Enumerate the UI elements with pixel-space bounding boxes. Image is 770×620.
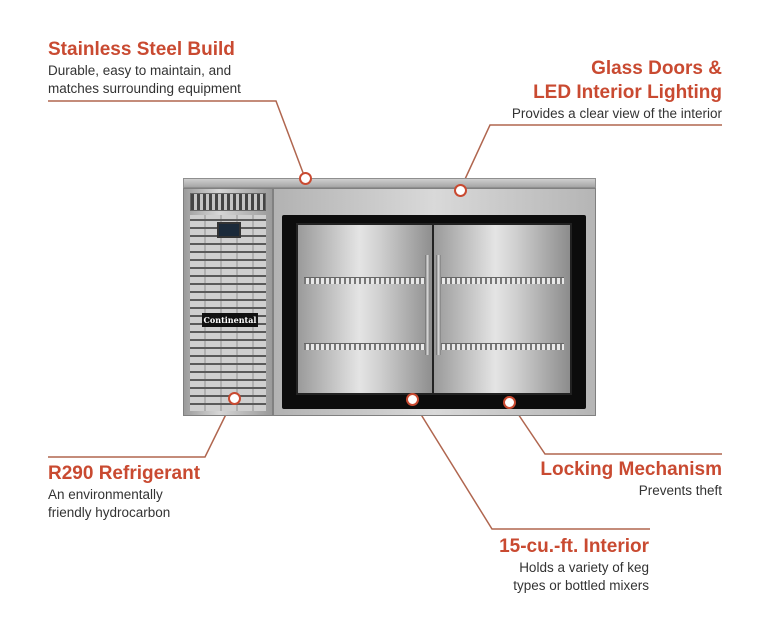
compressor-side-panel: Continental [183, 188, 273, 416]
door-frame [282, 215, 586, 409]
wire-shelf [440, 277, 564, 284]
marker-stainless [299, 172, 312, 185]
door-handle [436, 255, 441, 355]
wire-shelf [304, 343, 428, 350]
marker-locking [503, 396, 516, 409]
ventilation-grille [190, 193, 266, 211]
marker-r290 [228, 392, 241, 405]
glass-door-cabinet [273, 188, 596, 416]
marker-interior [406, 393, 419, 406]
callout-glass-doors: Glass Doors & LED Interior Lighting Prov… [512, 57, 722, 123]
connector-r290 [48, 397, 235, 458]
callout-description: Prevents theft [638, 483, 722, 498]
callout-r290-refrigerant: R290 Refrigerant An environmentally frie… [48, 462, 200, 522]
callout-description: An environmentally friendly hydrocarbon [48, 487, 171, 520]
connector-glass [459, 124, 722, 191]
back-bar-refrigerator: Continental [183, 178, 596, 416]
callout-title: Stainless Steel Build [48, 39, 235, 60]
marker-glass [454, 184, 467, 197]
sliding-glass-door-left [296, 223, 436, 395]
callout-title: R290 Refrigerant [48, 463, 201, 484]
callout-locking-mechanism: Locking Mechanism Prevents theft [540, 458, 722, 500]
connector-locking [509, 401, 722, 455]
callout-stainless-steel: Stainless Steel Build Durable, easy to m… [48, 38, 241, 98]
wire-shelf [304, 277, 428, 284]
stainless-top-rail [183, 178, 596, 188]
callout-interior-capacity: 15-cu.-ft. Interior Holds a variety of k… [499, 535, 649, 595]
callout-title: Locking Mechanism [540, 459, 722, 480]
callout-description: Provides a clear view of the interior [511, 106, 722, 121]
connector-interior [411, 399, 650, 530]
callout-title: Glass Doors & LED Interior Lighting [533, 58, 722, 103]
connector-stainless [48, 100, 306, 179]
callout-title: 15-cu.-ft. Interior [499, 536, 649, 557]
temperature-display [217, 222, 241, 238]
door-handle [425, 255, 430, 355]
callout-description: Holds a variety of keg types or bottled … [513, 560, 649, 593]
sliding-glass-door-right [432, 223, 572, 395]
wire-shelf [440, 343, 564, 350]
callout-description: Durable, easy to maintain, and matches s… [48, 63, 241, 96]
brand-logo-plate: Continental [202, 313, 258, 327]
